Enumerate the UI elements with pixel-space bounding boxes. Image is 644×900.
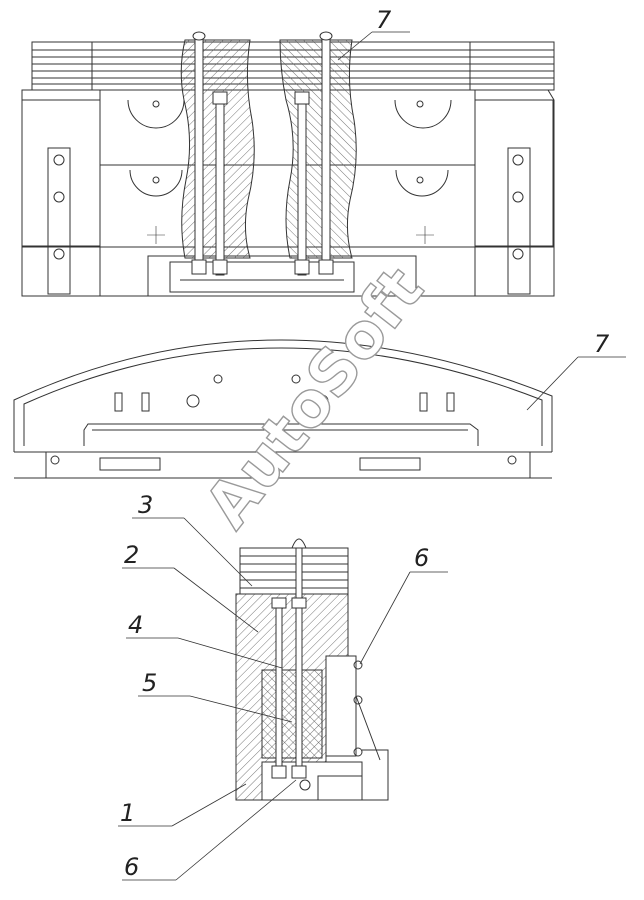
top-view-section-right [279,39,357,259]
top-view-center-marks [147,226,434,244]
callout-1: 1 [120,799,135,827]
section-view-clamp [261,655,389,801]
top-view-body [21,89,555,297]
side-view-bolts [50,374,517,465]
top-view-callout-7: 7 [376,6,392,34]
section-view [235,538,389,801]
callout-6-upper: 6 [414,544,429,572]
callout-6-lower: 6 [124,853,139,881]
watermark-logo: AutoSoft [190,253,437,541]
section-view-center-block [261,669,323,759]
section-view-plates [239,547,349,595]
callout-4: 4 [128,611,143,639]
top-view-bolts [191,31,334,276]
callout-5: 5 [142,669,157,697]
callout-3: 3 [138,491,153,519]
top-view-clamp-nuts [53,154,524,260]
side-view-base [14,451,552,479]
side-view [13,339,553,479]
section-view-clamp-nuts [299,660,363,791]
callout-2: 2 [124,541,139,569]
side-view-leader [526,356,579,411]
top-view [21,31,555,297]
section-leaders [118,517,448,881]
section-view-bolts [271,538,307,779]
top-view-leader [337,31,373,61]
side-view-cover [13,339,553,452]
side-view-callout-7: 7 [594,330,610,358]
